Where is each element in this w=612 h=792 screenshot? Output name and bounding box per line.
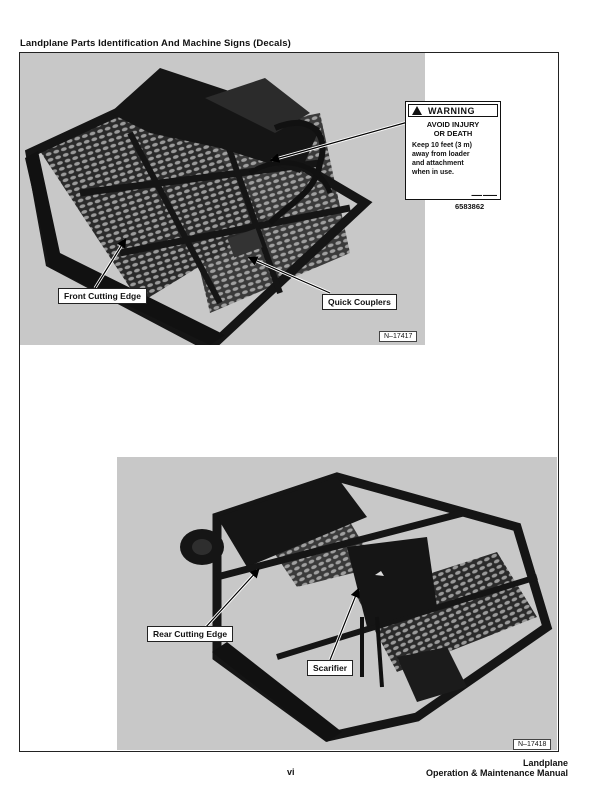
footer-title-line2: Operation & Maintenance Manual xyxy=(425,767,568,778)
decal-subtitle-line2: OR DEATH xyxy=(433,129,473,138)
warning-header-text: WARNING xyxy=(428,105,475,116)
page-title: Landplane Parts Identification And Machi… xyxy=(20,38,291,49)
decal-body-line4: when in use. xyxy=(412,169,455,176)
decal-body-line2: away from loader xyxy=(412,151,470,158)
warning-triangle-icon xyxy=(412,106,422,115)
front-cutting-edge-callout: Front Cutting Edge xyxy=(58,288,147,304)
figure-frame xyxy=(19,52,559,752)
decal-body-line3: and attachment xyxy=(412,160,464,167)
decal-part-number: 6583862 xyxy=(455,202,485,211)
scarifier-callout: Scarifier xyxy=(307,660,354,676)
landplane-rear-photo xyxy=(117,457,557,750)
footer-title: Landplane Operation & Maintenance Manual xyxy=(425,758,568,778)
figure1-id: N–17417 xyxy=(379,331,418,342)
decal-fine-print: ▬▬▬ ▬▬▬▬ xyxy=(471,193,497,197)
warning-header: WARNING xyxy=(408,104,498,117)
rear-cutting-edge-callout: Rear Cutting Edge xyxy=(147,626,234,642)
page-number: vi xyxy=(287,767,295,777)
quick-couplers-callout: Quick Couplers xyxy=(322,294,397,310)
decal-subtitle: AVOID INJURY OR DEATH xyxy=(406,120,500,138)
footer-title-line1: Landplane xyxy=(522,758,568,768)
warning-decal: WARNING AVOID INJURY OR DEATH Keep 10 fe… xyxy=(405,101,501,200)
decal-subtitle-line1: AVOID INJURY xyxy=(426,120,480,129)
decal-body-line1: Keep 10 feet (3 m) xyxy=(412,142,472,149)
decal-body: Keep 10 feet (3 m) away from loader and … xyxy=(412,141,494,177)
figure2-id: N–17418 xyxy=(513,739,552,750)
